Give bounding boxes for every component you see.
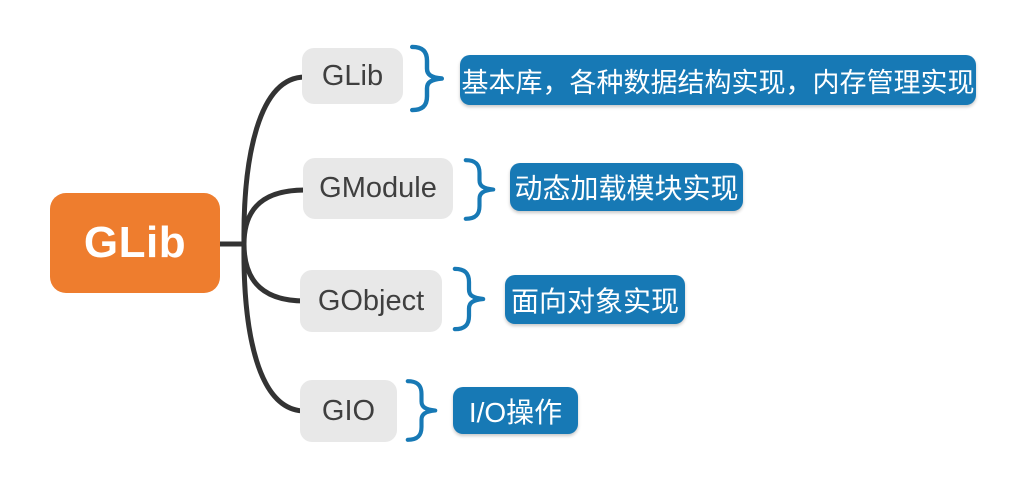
curly-brace-icon-gio <box>405 379 438 442</box>
description-gio: I/O操作 <box>453 387 578 434</box>
curly-brace-icon-gmodule <box>463 158 496 221</box>
node-gmodule: GModule <box>303 158 453 219</box>
curly-brace-icon-glib <box>409 44 445 113</box>
connector-curve-glib <box>241 74 308 247</box>
connector-curve-gmodule <box>241 187 308 247</box>
node-gio: GIO <box>300 380 397 442</box>
root-node-glib: GLib <box>50 193 220 293</box>
curly-brace-icon-gobject <box>452 266 486 332</box>
description-glib: 基本库，各种数据结构实现，内存管理实现 <box>460 55 976 105</box>
connector-curve-gio <box>241 241 308 414</box>
node-glib: GLib <box>302 48 403 104</box>
connector-curve-gobject <box>241 241 308 304</box>
description-gobject: 面向对象实现 <box>505 275 685 324</box>
node-gobject: GObject <box>300 270 442 332</box>
description-gmodule: 动态加载模块实现 <box>510 163 743 211</box>
